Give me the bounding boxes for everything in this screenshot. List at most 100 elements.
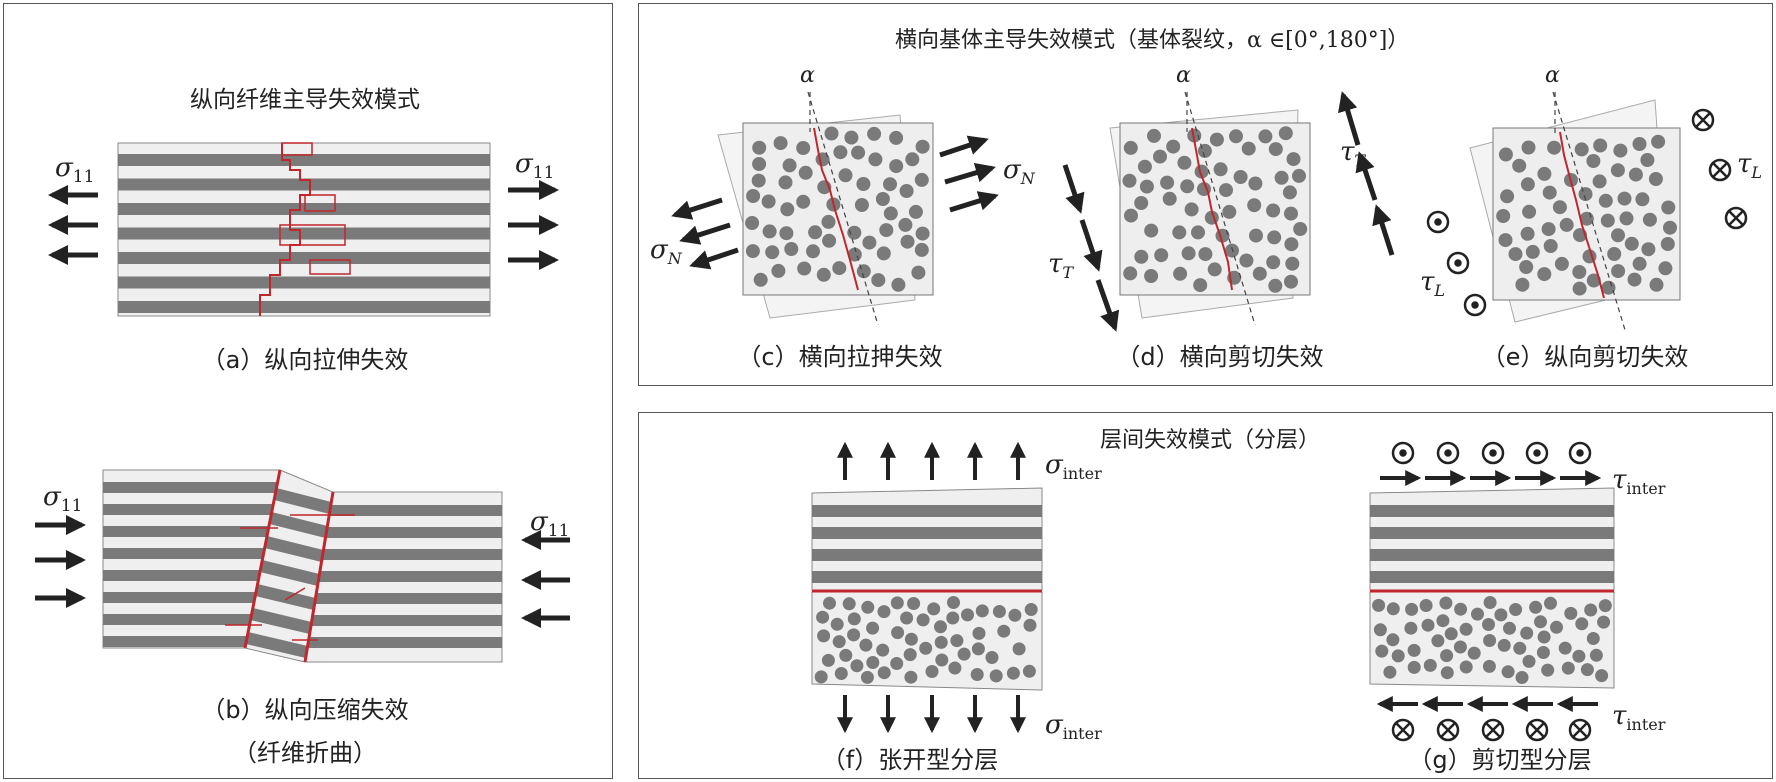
fiber-cross-section: [1537, 166, 1552, 181]
fiber-layer: [103, 504, 274, 515]
fiber-cross-section: [1375, 644, 1389, 658]
fiber-cross-section: [891, 626, 905, 640]
fiber-cross-section: [1619, 211, 1634, 226]
fiber-cross-section: [861, 600, 875, 614]
fiber-cross-section: [1522, 654, 1536, 668]
fiber-cross-section: [1267, 230, 1282, 245]
fiber-cross-section: [844, 130, 859, 145]
fiber-cross-section: [745, 244, 760, 259]
fiber-cross-section: [1482, 659, 1496, 673]
fiber-cross-section: [1286, 152, 1301, 167]
fiber-cross-section: [1207, 262, 1222, 277]
fiber-cross-section: [1558, 641, 1572, 655]
fiber-cross-section: [879, 223, 894, 238]
fiber-layer: [812, 571, 1042, 583]
fiber-cross-section: [1024, 603, 1038, 616]
fiber-layer: [328, 505, 502, 516]
fiber-cross-section: [1144, 223, 1159, 238]
caption-e: （e）纵向剪切失效: [1481, 343, 1689, 371]
fiber-cross-section: [1651, 134, 1666, 149]
fiber-cross-section: [1407, 643, 1421, 657]
fiber-cross-section: [859, 638, 873, 652]
fiber-cross-section: [1293, 222, 1308, 236]
fiber-cross-section: [847, 225, 862, 240]
fiber-cross-section: [1372, 598, 1386, 612]
fiber-cross-section: [1008, 608, 1022, 622]
fiber-cross-section: [908, 204, 923, 219]
fiber-cross-section: [1122, 173, 1137, 188]
fiber-cross-section: [780, 202, 795, 217]
arrows-b: [35, 515, 570, 628]
fiber-cross-section: [900, 234, 915, 249]
fiber-cross-section: [914, 172, 929, 187]
fiber-cross-section: [1578, 187, 1593, 202]
fiber-cross-section: [1144, 269, 1159, 283]
fiber-cross-section: [765, 245, 780, 260]
fiber-cross-section: [1282, 185, 1297, 200]
fiber-cross-section: [842, 597, 856, 611]
fiber-cross-section: [1508, 247, 1523, 262]
fiber-cross-section: [834, 667, 848, 680]
fiber-cross-section: [806, 244, 820, 259]
fiber-cross-section: [985, 651, 999, 664]
fiber-cross-section: [822, 233, 837, 248]
caption-d: （d）横向剪切失效: [1116, 343, 1324, 371]
fiber-cross-section: [1162, 191, 1177, 206]
fiber-cross-section: [890, 596, 904, 610]
fiber-cross-section: [779, 226, 794, 241]
fiber-layer: [245, 632, 308, 658]
fiber-cross-section: [1154, 248, 1169, 263]
fiber-cross-section: [1586, 273, 1601, 288]
fiber-cross-section: [1219, 183, 1233, 198]
sigma11-a-left: σ11: [55, 153, 94, 187]
fiber-cross-section: [1564, 606, 1578, 620]
fiber-cross-section: [1611, 228, 1625, 243]
fiber-cross-section: [821, 653, 835, 667]
fiber-cross-section: [1391, 649, 1405, 663]
fiber-cross-section: [746, 189, 761, 203]
fiber-cross-section: [1661, 200, 1676, 215]
fiber-cross-section: [1407, 660, 1421, 674]
fiber-cross-section: [1172, 225, 1187, 240]
laminate-g: [1369, 487, 1615, 689]
fiber-cross-section: [1023, 618, 1037, 632]
fiber-cross-section: [1483, 634, 1497, 647]
fiber-cross-section: [1525, 244, 1540, 259]
fiber-cross-section: [1641, 242, 1656, 257]
fiber-cross-section: [992, 605, 1006, 618]
fiber-cross-section: [898, 217, 913, 232]
fiber-cross-section: [1252, 266, 1267, 281]
fiber-cross-section: [1284, 237, 1299, 252]
dot-symbols-g-top: [1391, 441, 1592, 465]
arrows-c: [671, 135, 999, 270]
fiber-cross-section: [796, 194, 811, 209]
fiber-cross-section: [1373, 623, 1387, 637]
fiber-cross-section: [1624, 236, 1639, 251]
fiber-cross-section: [1584, 603, 1598, 617]
fiber-cross-section: [889, 159, 904, 174]
title-matrix-modes: 横向基体主导失效模式（基体裂纹，α ∈[0°,180°]）: [895, 22, 1565, 54]
fiber-cross-section: [1592, 174, 1607, 189]
fiber-cross-section: [946, 611, 960, 625]
cross-symbols-g-bottom: [1391, 718, 1592, 742]
fiber-cross-section: [914, 242, 929, 257]
fiber-cross-section: [1520, 626, 1534, 640]
fiber-cross-section: [796, 141, 811, 155]
title-matrix-range: α ∈[0°,180°]）: [1247, 28, 1410, 53]
fiber-cross-section: [847, 612, 861, 626]
fiber-layer: [118, 227, 490, 240]
fiber-cross-section: [860, 670, 874, 684]
fiber-cross-section: [1601, 280, 1616, 295]
fiber-cross-section: [1593, 138, 1608, 153]
fiber-cross-section: [824, 126, 839, 141]
caption-b: （b）纵向压缩失效: [201, 696, 409, 724]
fiber-cross-section: [916, 613, 930, 627]
into-plane-e-right: [1691, 108, 1748, 230]
fiber-cross-section: [1266, 203, 1281, 218]
fiber-cross-section: [1589, 648, 1603, 662]
fiber-cross-section: [751, 173, 766, 188]
alpha-d: α: [1176, 63, 1191, 88]
fiber-cross-section: [1419, 599, 1433, 612]
fiber-cross-section: [1543, 239, 1558, 253]
fiber-cross-section: [1542, 185, 1557, 200]
